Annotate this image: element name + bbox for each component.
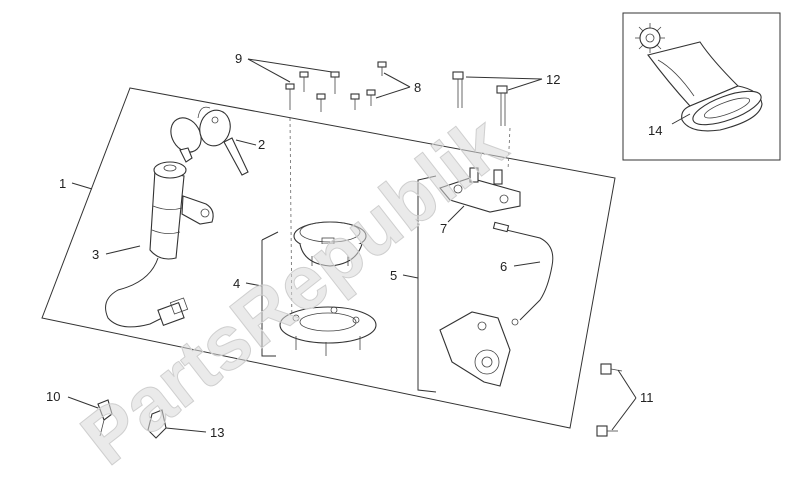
fuel-cap-part: [279, 221, 377, 356]
kit-frame: [41, 87, 616, 429]
cable-part: [492, 221, 554, 326]
watermark-text: PartsRepublik: [66, 99, 522, 481]
key-tag-icon: [647, 41, 763, 132]
callout-1: 1: [59, 176, 66, 191]
callout-10: 10: [46, 389, 60, 404]
screws-11: [596, 363, 623, 437]
bracket-4: [261, 240, 276, 357]
callout-8: 8: [414, 80, 421, 95]
callout-9: 9: [235, 51, 242, 66]
plate-part: [439, 167, 521, 213]
clip-10: [97, 399, 113, 437]
gear-icon: [635, 23, 665, 53]
bolts-group: [285, 61, 508, 126]
callout-7: 7: [440, 221, 447, 236]
bracket-5: [417, 175, 437, 393]
ignition-switch-part: [105, 161, 214, 328]
callout-3: 3: [92, 247, 99, 262]
callout-2: 2: [258, 137, 265, 152]
kit-box: [622, 12, 781, 161]
callout-12: 12: [546, 72, 560, 87]
keys-part: [170, 106, 249, 176]
callout-11: 11: [640, 390, 654, 405]
leader-lines: [67, 58, 691, 433]
callout-4: 4: [233, 276, 240, 291]
callout-14: 14: [648, 123, 662, 138]
callouts: 1 2 3 4 5 6 7 8 9 10 11 12 13 14: [46, 51, 662, 440]
clip-13: [147, 409, 167, 439]
callout-13: 13: [210, 425, 224, 440]
callout-6: 6: [500, 259, 507, 274]
lock-body-part: [439, 311, 511, 387]
callout-5: 5: [390, 268, 397, 283]
